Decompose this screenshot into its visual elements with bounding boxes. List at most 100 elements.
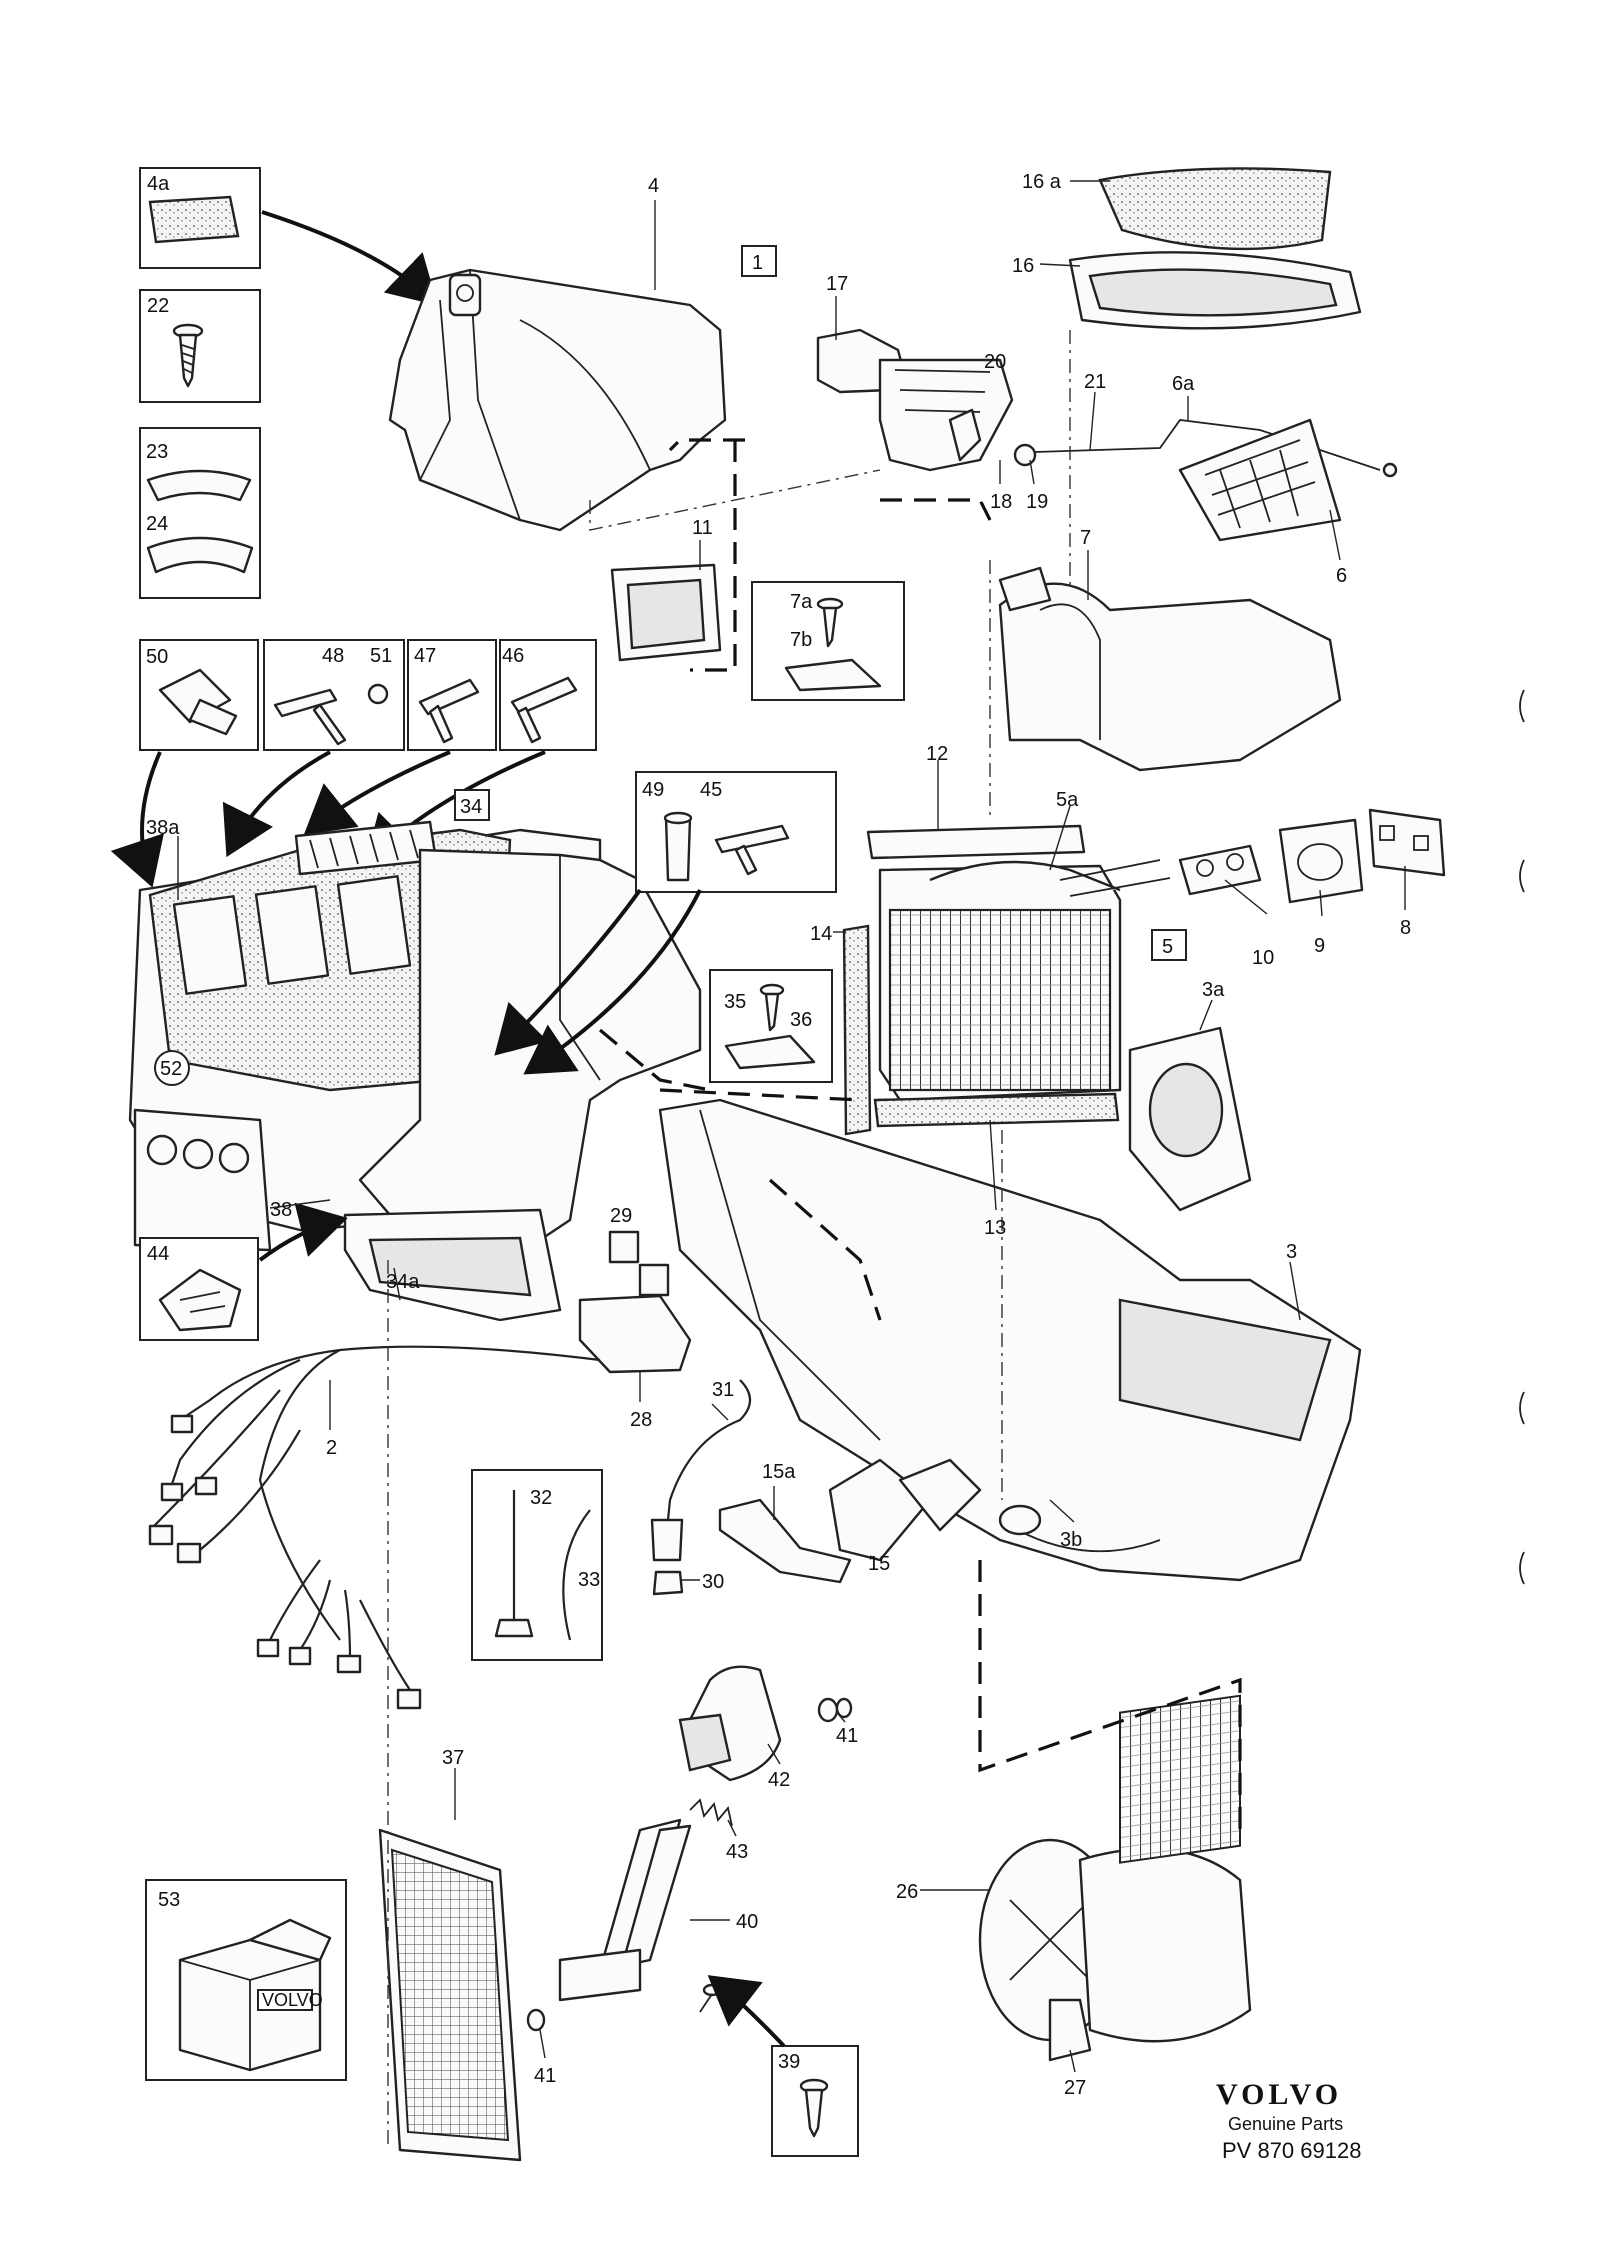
duct-7 (998, 566, 1342, 772)
resistor-42 (678, 1665, 782, 1782)
hose-31 (650, 1379, 752, 1562)
screw-near-40 (699, 1983, 722, 2013)
inset-46: 46 (499, 639, 597, 751)
label-32: 32 (530, 1487, 552, 1509)
callout-2: 2 (326, 1437, 337, 1459)
callout-21: 21 (1084, 371, 1106, 393)
callout-37: 37 (442, 1747, 464, 1769)
strip-14 (842, 924, 872, 1136)
washer-41-lower (526, 2008, 546, 2032)
inset-22: 22 (139, 289, 261, 403)
callout-40: 40 (736, 1911, 758, 1933)
label-47: 47 (414, 645, 436, 667)
callout-labels: 4 16 a 16 17 20 21 6a 18 19 6 11 7 12 5a… (146, 171, 1411, 2099)
callout-9: 9 (1314, 935, 1325, 957)
heater-core-37 (378, 1828, 522, 2162)
inset-32-33: 32 33 (471, 1469, 603, 1661)
frame-12 (866, 824, 1086, 860)
label-7b: 7b (790, 629, 812, 651)
inset-53: VOLVO 53 (145, 1879, 347, 2081)
label-29: 29 (610, 1205, 632, 1227)
bracket-28 (578, 1294, 692, 1374)
callout-18: 18 (990, 491, 1012, 513)
pipes-40 (558, 1818, 692, 2002)
label-50: 50 (146, 646, 168, 668)
control-panel-52: 52 (133, 1050, 272, 1252)
label-44: 44 (147, 1243, 169, 1265)
label-22: 22 (147, 295, 169, 317)
inset-49-45: 49 45 (635, 771, 837, 893)
arrow-4a (261, 210, 438, 306)
inset-4a: 4a (139, 167, 261, 269)
drain-30 (652, 1570, 684, 1596)
arrow-47 (303, 750, 451, 835)
strip-13 (873, 1092, 1120, 1128)
callout-42: 42 (768, 1769, 790, 1791)
callout-27: 27 (1064, 2077, 1086, 2099)
label-53: 53 (158, 1889, 180, 1911)
dash-5 (659, 1088, 861, 1102)
cover-16a (1098, 167, 1332, 251)
group-ref-34: 34 (454, 789, 490, 821)
spring-43 (689, 1798, 733, 1827)
plate-8 (1368, 808, 1446, 877)
dash-1 (668, 438, 745, 452)
boxed-1: 1 (752, 252, 763, 274)
callout-38a: 38a (146, 817, 180, 839)
label-7a: 7a (790, 591, 813, 613)
lower-box-3 (658, 1098, 1362, 1582)
callout-3: 3 (1286, 1241, 1297, 1263)
inset-7a-7b: 7a 7b (751, 581, 905, 701)
label-45: 45 (700, 779, 722, 801)
callout-5a: 5a (1056, 789, 1079, 811)
inset-48-51: 48 51 (263, 639, 405, 751)
label-35: 35 (724, 991, 746, 1013)
frame-16 (1068, 251, 1362, 330)
callout-7: 7 (1080, 527, 1091, 549)
part-number: PV 870 69128 (1222, 2138, 1361, 2163)
grille-6 (1178, 418, 1342, 542)
callout-43: 43 (726, 1841, 748, 1863)
washers-41-upper (817, 1697, 853, 1723)
dash-4 (598, 1028, 711, 1092)
callout-15a: 15a (762, 1461, 796, 1483)
inset-35-36: 35 36 (709, 969, 833, 1083)
callout-38: 38 (270, 1199, 292, 1221)
dash-6 (768, 1178, 882, 1321)
label-48: 48 (322, 645, 344, 667)
arrow-45 (523, 889, 702, 1075)
boxed-34: 34 (460, 796, 482, 818)
callout-41-upper: 41 (836, 1725, 858, 1747)
brand-block: VOLVO Genuine Parts PV 870 69128 (1216, 2078, 1361, 2163)
box-brand-volvo: VOLVO (262, 1990, 323, 2010)
wiring-harness-2 (148, 1345, 601, 1710)
inset-50: 50 (139, 639, 259, 751)
callout-17: 17 (826, 273, 848, 295)
callout-20: 20 (984, 351, 1006, 373)
callout-28: 28 (630, 1409, 652, 1431)
arrow-48 (222, 750, 331, 858)
callout-19: 19 (1026, 491, 1048, 513)
label-23: 23 (146, 441, 168, 463)
callout-4: 4 (648, 175, 659, 197)
brand-volvo: VOLVO (1216, 2078, 1342, 2111)
callout-13: 13 (984, 1217, 1006, 1239)
callout-16: 16 (1012, 255, 1034, 277)
boxed-5: 5 (1162, 936, 1173, 958)
callout-41-lower: 41 (534, 2065, 556, 2087)
margin-marks (1519, 689, 1525, 1585)
seal-10 (1178, 844, 1262, 896)
dash-3 (880, 498, 992, 521)
callout-6a: 6a (1172, 373, 1195, 395)
dash-7 (978, 1560, 1242, 1830)
adapter-3a (1128, 1026, 1252, 1212)
callout-3a: 3a (1202, 979, 1225, 1001)
callout-34a: 34a (386, 1271, 420, 1293)
flap-15 (828, 1458, 982, 1562)
leaders (177, 180, 1406, 2073)
inset-23-24: 23 24 (139, 427, 261, 599)
seal-9 (1278, 818, 1364, 904)
callout-16a: 16 a (1022, 171, 1062, 193)
relays-29: 29 (608, 1205, 670, 1297)
callout-10: 10 (1252, 947, 1274, 969)
